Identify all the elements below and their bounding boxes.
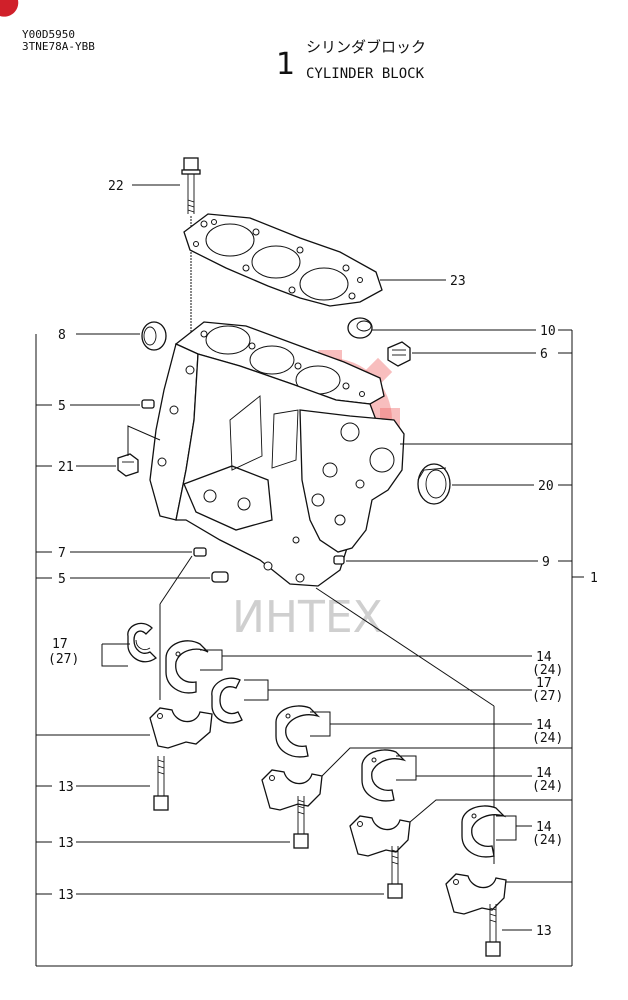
cap-bolt-1 <box>153 756 169 811</box>
callout-10: 10 <box>540 324 556 339</box>
section-number: 1 <box>276 47 295 82</box>
bearing-cap-1 <box>149 707 213 749</box>
cap-bolt-3 <box>387 846 403 899</box>
thrust-bearing-lower <box>211 677 243 724</box>
callout-22: 22 <box>108 179 124 194</box>
callout-20: 20 <box>538 479 554 494</box>
callout-13-second: 13 <box>58 836 74 851</box>
callout-9: 9 <box>542 555 550 570</box>
expansion-plug-left <box>141 321 167 351</box>
corner-marker <box>0 0 19 17</box>
straight-pin <box>193 547 207 557</box>
callout-13-fourth: 13 <box>536 924 552 939</box>
engine-model: 3TNE78A-YBB <box>22 40 95 53</box>
drain-plug <box>387 341 411 367</box>
callout-13-first: 13 <box>58 780 74 795</box>
callout-14-third: 14 <box>536 766 552 781</box>
cap-bolt-4 <box>485 904 501 957</box>
head-gasket <box>183 213 383 307</box>
callout-13-third: 13 <box>58 888 74 903</box>
head-bolt <box>181 157 201 214</box>
thrust-bearing-upper <box>127 622 158 663</box>
dowel-pin-upper <box>141 399 155 409</box>
callout-17-upper-alt: (27) <box>48 652 79 667</box>
bearing-cap-4 <box>445 873 507 915</box>
callout-14-fourth-alt: (24) <box>532 833 563 848</box>
dowel-pin-lower <box>211 571 229 583</box>
callout-17-upper: 17 <box>52 637 68 652</box>
hex-plug <box>117 453 139 477</box>
small-plug <box>333 555 345 565</box>
watermark-text: ИНТЕХ <box>232 592 383 643</box>
callout-8: 8 <box>58 328 66 343</box>
callout-14-second: 14 <box>536 718 552 733</box>
callout-14-fourth: 14 <box>536 820 552 835</box>
title-english: CYLINDER BLOCK <box>306 66 425 82</box>
title-japanese: シリンダブロック <box>306 38 426 56</box>
callout-23: 23 <box>450 274 466 289</box>
callout-14-second-alt: (24) <box>532 731 563 746</box>
callout-14-first-alt: (24) <box>532 663 563 678</box>
camshaft-bushing <box>417 463 451 505</box>
callout-21: 21 <box>58 460 74 475</box>
callout-7: 7 <box>58 546 66 561</box>
bearing-cap-2 <box>261 769 323 811</box>
callout-17-lower-alt: (27) <box>532 689 563 704</box>
callout-14-third-alt: (24) <box>532 779 563 794</box>
main-bearing-1 <box>165 640 209 694</box>
main-bearing-3 <box>361 749 407 802</box>
callout-5-lower: 5 <box>58 572 66 587</box>
expansion-plug-right <box>347 317 373 339</box>
main-bearing-4 <box>461 805 507 858</box>
cylinder-block <box>149 321 405 587</box>
callout-17-lower: 17 <box>536 676 552 691</box>
main-bearing-2 <box>275 705 321 758</box>
callout-5-upper: 5 <box>58 399 66 414</box>
callout-14-first: 14 <box>536 650 552 665</box>
callout-6: 6 <box>540 347 548 362</box>
cap-bolt-2 <box>293 796 309 849</box>
bearing-cap-3 <box>349 815 411 857</box>
callout-1: 1 <box>590 571 598 586</box>
drawing-code: Y00D5950 <box>22 28 75 41</box>
